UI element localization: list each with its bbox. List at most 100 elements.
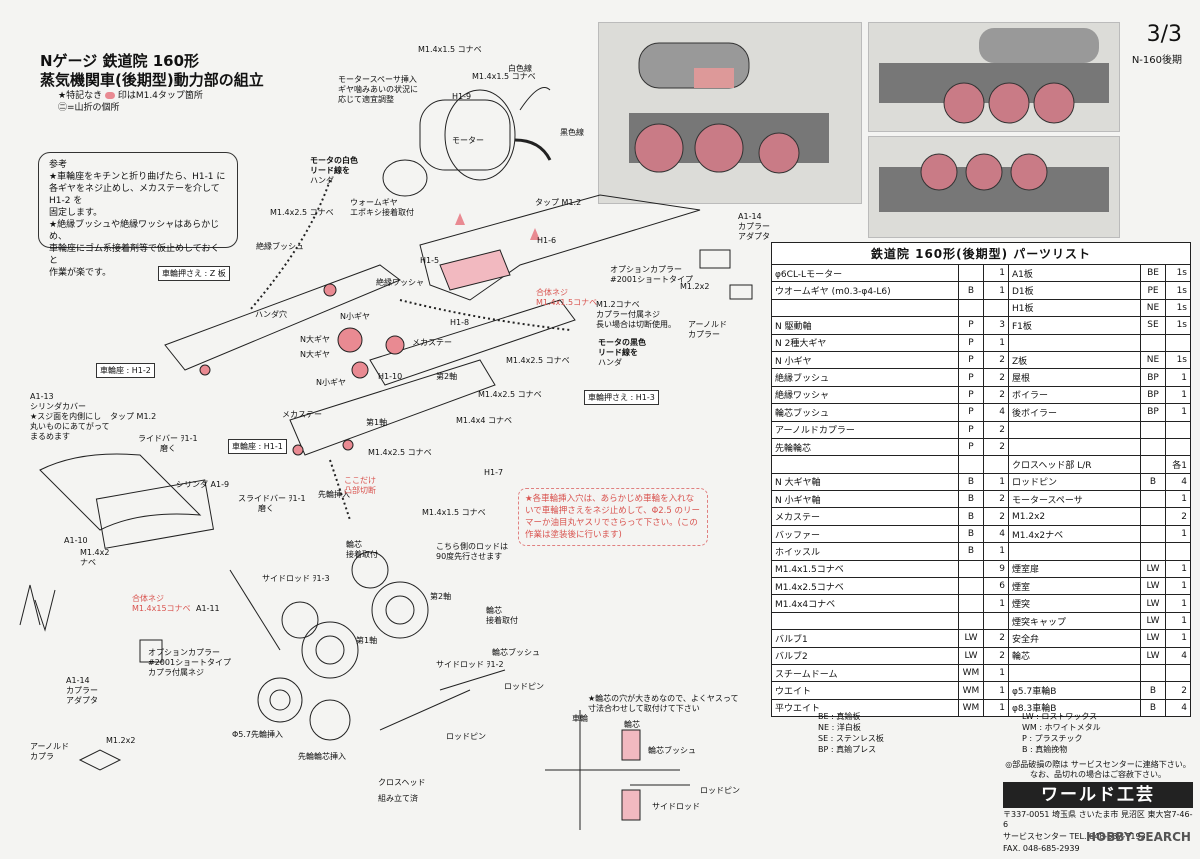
diagram-label: アダプタ — [738, 232, 770, 241]
diagram-label: M1.4x1.5 コナベ — [422, 508, 486, 517]
parts-cell: 2 — [983, 629, 1009, 648]
parts-cell — [771, 298, 959, 318]
diagram-label: 第1軸 — [356, 636, 378, 645]
diagram-label: #2001ショートタイプ — [148, 658, 232, 667]
parts-cell — [958, 577, 984, 596]
parts-cell: 2 — [983, 646, 1009, 665]
box-label-z-plate: 車輪押さえ : Z 板 — [158, 266, 230, 281]
parts-cell: BP — [1140, 368, 1166, 387]
diagram-label: ★輪芯の穴が大きめなので、よくヤスって — [588, 694, 739, 703]
maker-address: 〒337-0051 埼玉県 さいたま市 見沼区 東大宮7-46-6 — [1003, 810, 1193, 829]
diagram-label: 車輪 — [572, 714, 588, 723]
parts-cell: BP — [1140, 403, 1166, 422]
diagram-label: 輪芯 — [486, 606, 502, 615]
diagram-label: 輪芯 — [346, 540, 362, 549]
assembled-chassis-photo-2 — [868, 22, 1120, 132]
parts-cell: 絶縁ワッシャ — [771, 385, 959, 405]
parts-cell: バッファー — [771, 524, 959, 544]
note-line: ★車輪座をキチンと折り曲げたら、H1-1 に — [49, 172, 226, 182]
diagram-label: シリンダ A1-9 — [176, 480, 230, 489]
note-line: 固定します。 — [49, 208, 103, 218]
parts-cell: 2 — [1165, 681, 1191, 700]
diagram-label: 先輪挿入 — [318, 490, 350, 499]
diagram-label: 接着取付 — [486, 616, 518, 625]
diagram-label: ウォームギヤ — [350, 198, 398, 207]
parts-cell: P — [958, 333, 984, 352]
note-line: 作業が楽です。 — [49, 268, 112, 278]
parts-cell: BP — [1140, 385, 1166, 405]
parts-cell: 2 — [983, 490, 1009, 509]
parts-cell: B — [1140, 698, 1166, 718]
parts-cell — [958, 298, 984, 318]
parts-cell — [983, 298, 1009, 318]
diagram-label: N大ギヤ — [300, 350, 330, 359]
legend-item: BP : 真鍮プレス — [818, 745, 877, 754]
diagram-label: アダプタ — [66, 696, 98, 705]
parts-cell: 2 — [983, 507, 1009, 526]
material-legend-right: LW : ロストワックス WM : ホワイトメタル P : プラスチック B :… — [1022, 711, 1101, 755]
diagram-label: モータの黒色 — [598, 338, 646, 347]
parts-cell: 先輪輪芯 — [771, 437, 959, 457]
diagram-label: 黒色線 — [560, 128, 584, 137]
note-line: 各ギヤをネジ止めし、メカステーを介して H1-2 を — [49, 184, 220, 206]
diagram-label: M1.4x4 コナベ — [456, 416, 512, 425]
parts-cell: P — [958, 368, 984, 387]
parts-cell: 1 — [983, 542, 1009, 561]
parts-cell: BE — [1140, 263, 1166, 283]
title-line2: 蒸気機関車(後期型)動力部の組立 — [40, 71, 264, 89]
parts-cell — [1140, 542, 1166, 561]
note-title: 参考 — [49, 160, 68, 170]
parts-cell: 6 — [983, 577, 1009, 596]
parts-cell: LW — [1140, 629, 1166, 648]
note-line: 車輪座にゴム系接着剤等で仮止めしておくと — [49, 244, 220, 266]
parts-cell: 1 — [983, 281, 1009, 300]
parts-cell: 煙突キャップ — [1008, 611, 1141, 631]
parts-cell: LW — [958, 629, 984, 648]
diagram-label: ギヤ噛みあいの状況に — [338, 85, 418, 94]
diagram-label: 凸部切断 — [344, 486, 376, 495]
legend-text-1b: 印はM1.4タップ箇所 — [117, 91, 203, 101]
diagram-label: 長い場合は切断使用。 — [596, 320, 676, 329]
diagram-label: カプラ — [30, 752, 54, 761]
parts-cell — [983, 455, 1009, 474]
diagram-label: H1-10 — [378, 372, 403, 381]
parts-cell: P — [958, 403, 984, 422]
diagram-label: 合体ネジ — [132, 594, 164, 603]
parts-cell: P — [958, 420, 984, 439]
diagram-label: カプラー付属ネジ — [596, 310, 660, 319]
parts-cell: B — [958, 524, 984, 544]
diagram-label: A1-14 — [66, 676, 90, 685]
parts-cell: φ6CL-Lモーター — [771, 263, 959, 283]
diagram-label: M1.2x2 — [680, 282, 710, 291]
parts-cell — [1140, 437, 1166, 457]
diagram-label: サイドロッド ｦ1-3 — [262, 574, 330, 583]
parts-cell: P — [958, 350, 984, 370]
diagram-label: H1-7 — [484, 468, 504, 477]
parts-cell: ロッドピン — [1008, 472, 1141, 492]
diagram-label: ロッドピン — [700, 786, 740, 795]
maker-tel: サービスセンター TEL. 048-687-7193 — [1003, 832, 1146, 841]
parts-cell: 煙突 — [1008, 594, 1141, 613]
parts-cell: φ5.7車輪B — [1008, 681, 1141, 700]
diagram-label: H1-9 — [452, 92, 472, 101]
diagram-label: アーノルド — [688, 320, 728, 329]
diagram-label: リード線を — [598, 348, 638, 357]
parts-cell — [1140, 420, 1166, 439]
diagram-label: H1-8 — [450, 318, 470, 327]
parts-cell — [1165, 542, 1191, 561]
parts-cell: 2 — [1165, 507, 1191, 526]
parts-cell: M1.4x1.5コナベ — [771, 559, 959, 579]
parts-cell: N 大ギヤ軸 — [771, 472, 959, 492]
parts-cell: 1 — [983, 663, 1009, 683]
parts-cell: P — [958, 437, 984, 457]
parts-cell: NE — [1140, 298, 1166, 318]
parts-cell: 1 — [983, 333, 1009, 352]
diagram-label: カプラ付属ネジ — [148, 668, 204, 677]
diagram-label: タップ M1.2 — [535, 198, 582, 207]
